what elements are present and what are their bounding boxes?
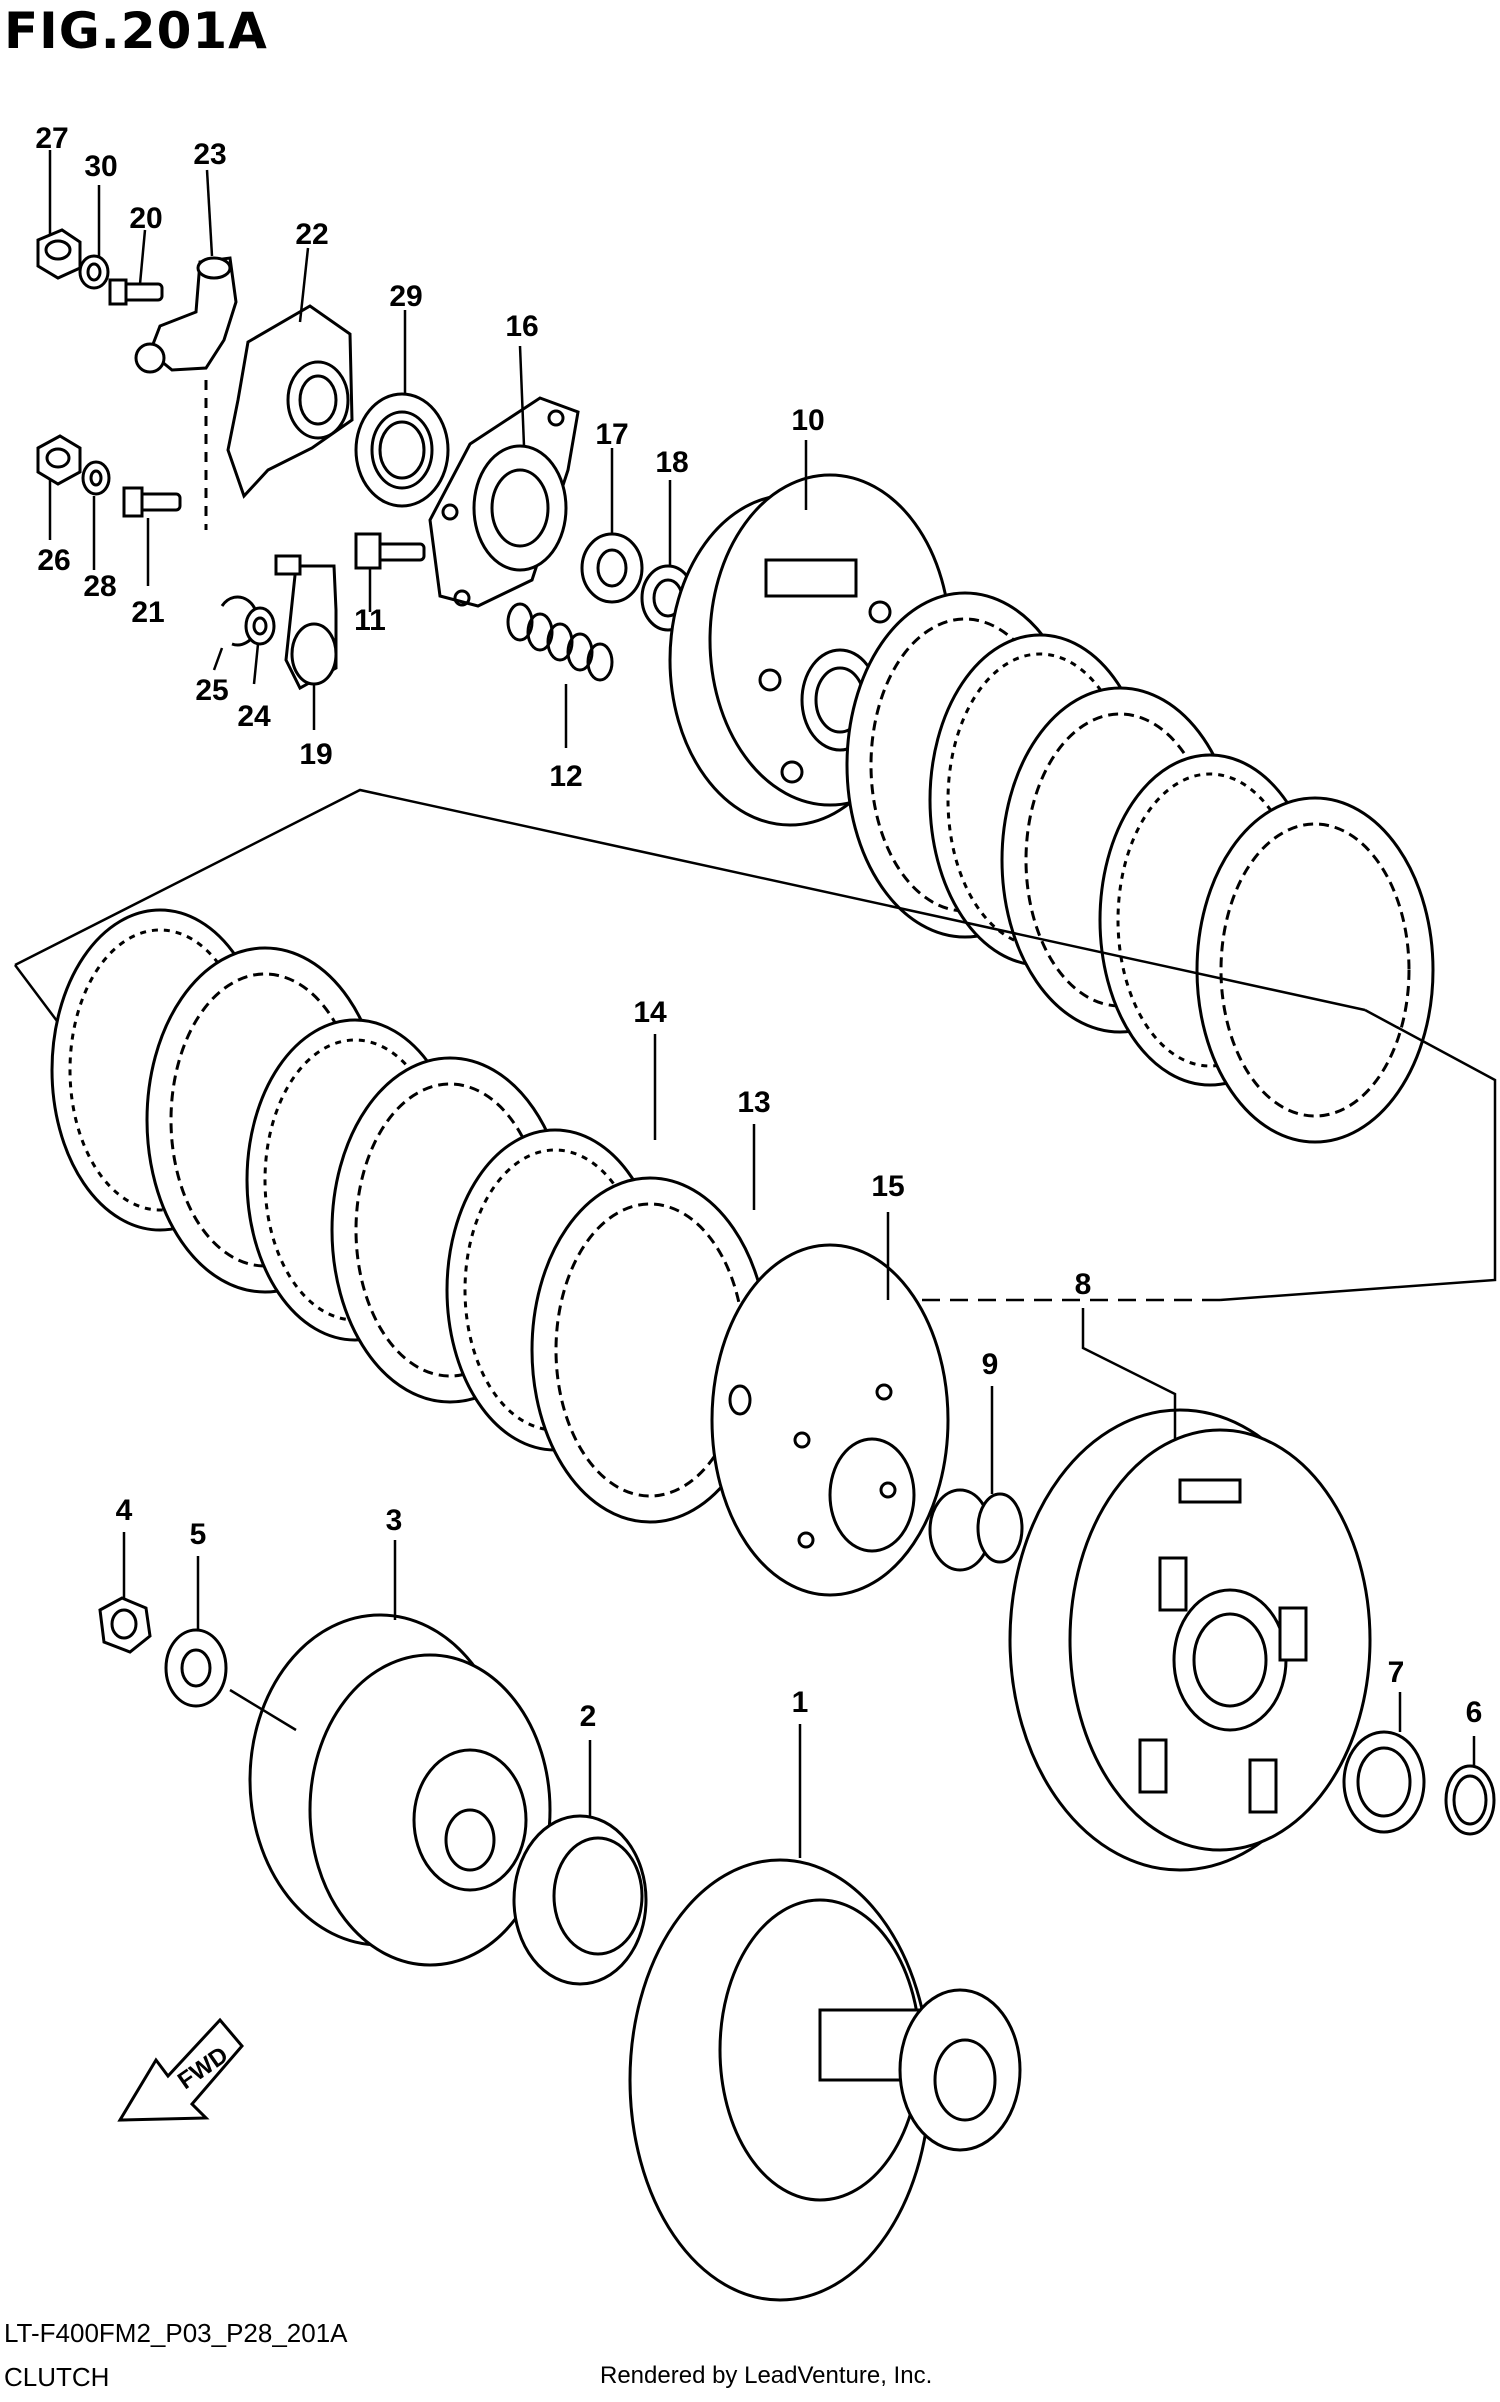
callout-4: 4: [116, 1494, 133, 1527]
callout-20: 20: [129, 202, 162, 235]
callout-3: 3: [386, 1504, 403, 1537]
part-7-washer: [1342, 1730, 1426, 1834]
leader-lines: [48, 150, 1476, 1858]
fwd-arrow-icon: FWD: [117, 2017, 244, 2122]
callout-30: 30: [84, 150, 117, 183]
part-8-clutch-housing: [1008, 1408, 1372, 1872]
part-24-washer: [244, 606, 276, 646]
part-20-bolt: [108, 278, 164, 306]
part-2-one-way-clutch: [512, 1814, 648, 1986]
callout-11: 11: [354, 604, 386, 637]
callout-27: 27: [35, 122, 68, 155]
part-28-washer: [81, 460, 111, 496]
callout-17: 17: [595, 418, 628, 451]
part-22-release-cam: [226, 304, 354, 499]
callout-16: 16: [505, 310, 538, 343]
part-6-bushing: [1444, 1764, 1496, 1836]
callout-29: 29: [389, 280, 422, 313]
part-27-nut: [36, 228, 82, 280]
callout-22: 22: [295, 218, 328, 251]
callout-9: 9: [982, 1348, 999, 1381]
callout-26: 26: [37, 544, 70, 577]
part-17-nut: [580, 532, 644, 604]
callout-24: 24: [237, 700, 271, 733]
callout-18: 18: [655, 446, 688, 479]
callout-labels: 27 30 23 20 22 29 16 17 18 10 26 28 21 1…: [35, 122, 1482, 1733]
part-26-nut: [36, 434, 82, 486]
callout-2: 2: [580, 1700, 597, 1733]
continuation-bracket: [1219, 1008, 1497, 1302]
upper-friction-plate-3: [1195, 796, 1435, 1144]
part-11-bolt: [354, 532, 426, 570]
callout-23: 23: [193, 138, 226, 171]
part-12-spring: [506, 602, 614, 682]
callout-14: 14: [633, 996, 667, 1029]
callout-5: 5: [190, 1518, 207, 1551]
callout-8: 8: [1075, 1268, 1092, 1301]
part-29-bearing: [354, 392, 450, 508]
part-19-release-arm: [274, 554, 338, 691]
part-16-pressure-lifter: [428, 396, 580, 608]
callout-7: 7: [1388, 1656, 1405, 1689]
render-credit: Rendered by LeadVenture, Inc.: [600, 2362, 933, 2389]
callout-10: 10: [791, 404, 824, 437]
section-title: CLUTCH: [4, 2362, 110, 2392]
part-21-bolt: [122, 486, 182, 518]
callout-13: 13: [737, 1086, 770, 1119]
figure-title: FIG.201A: [4, 2, 268, 60]
part-15-pressure-plate: [710, 1243, 950, 1597]
part-23-release-lever: [134, 256, 238, 374]
callout-15: 15: [871, 1170, 904, 1203]
part-1-primary-driven-gear: [628, 1858, 1022, 2302]
callout-21: 21: [131, 596, 164, 629]
callout-1: 1: [792, 1686, 809, 1719]
callout-6: 6: [1466, 1696, 1483, 1729]
part-3-clutch-drum: [248, 1613, 552, 1967]
figure-code: LT-F400FM2_P03_P28_201A: [4, 2318, 348, 2348]
part-4-nut: [98, 1596, 152, 1654]
part-30-washer: [78, 254, 110, 290]
callout-28: 28: [83, 570, 116, 603]
callout-12: 12: [549, 760, 582, 793]
part-5-washer: [164, 1628, 228, 1708]
part-9-spacer: [928, 1488, 1024, 1572]
callout-25: 25: [195, 674, 228, 707]
callout-19: 19: [299, 738, 332, 771]
